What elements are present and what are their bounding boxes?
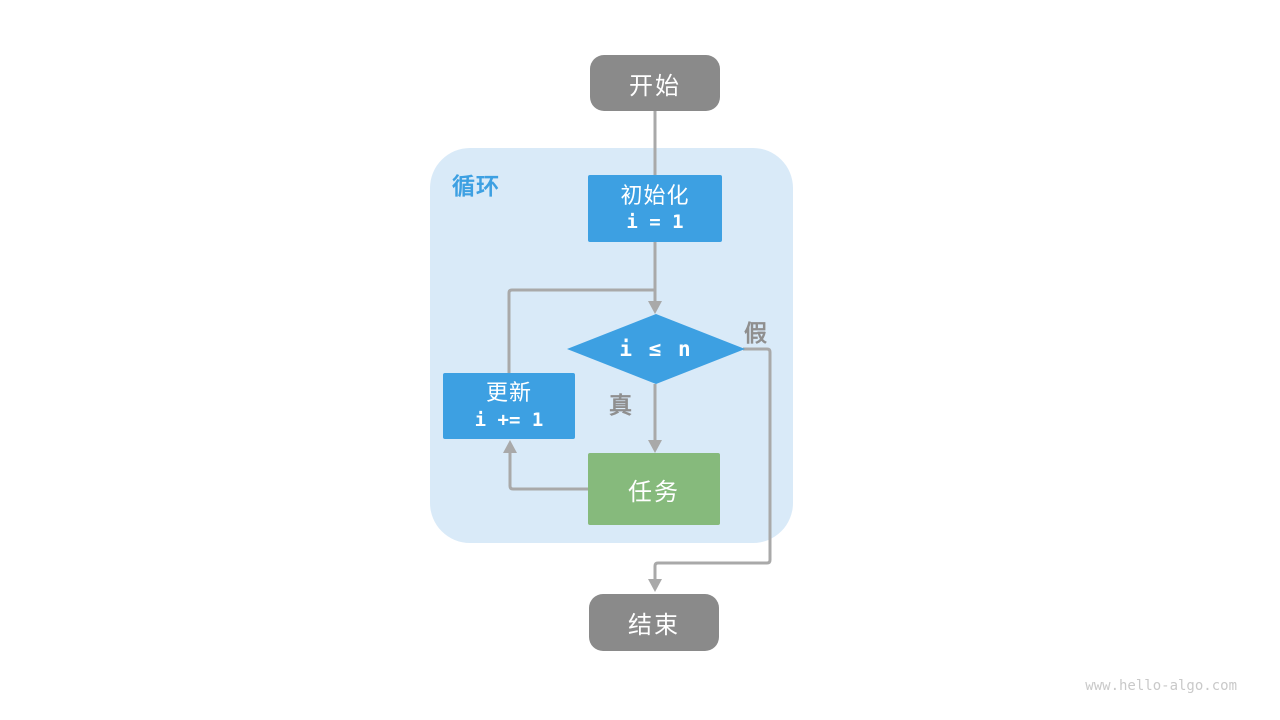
task-node: 任务 xyxy=(588,453,720,525)
false-branch-label: 假 xyxy=(744,320,767,346)
arrowhead-into-end xyxy=(648,579,662,592)
init-node-code: i = 1 xyxy=(626,211,684,234)
watermark-url: www.hello-algo.com xyxy=(1085,678,1237,694)
start-node-label: 开始 xyxy=(629,72,681,100)
init-node: 初始化 i = 1 xyxy=(588,175,722,242)
update-node: 更新 i += 1 xyxy=(443,373,575,439)
loop-region-label: 循环 xyxy=(452,173,500,199)
condition-node: i ≤ n xyxy=(567,314,745,384)
end-node: 结束 xyxy=(589,594,719,651)
true-branch-label: 真 xyxy=(609,392,632,418)
end-node-label: 结束 xyxy=(628,612,680,639)
update-node-title: 更新 xyxy=(485,380,532,406)
condition-node-code: i ≤ n xyxy=(619,337,693,361)
task-node-label: 任务 xyxy=(628,478,680,506)
start-node: 开始 xyxy=(590,55,720,111)
init-node-title: 初始化 xyxy=(620,182,690,208)
update-node-code: i += 1 xyxy=(474,408,544,431)
